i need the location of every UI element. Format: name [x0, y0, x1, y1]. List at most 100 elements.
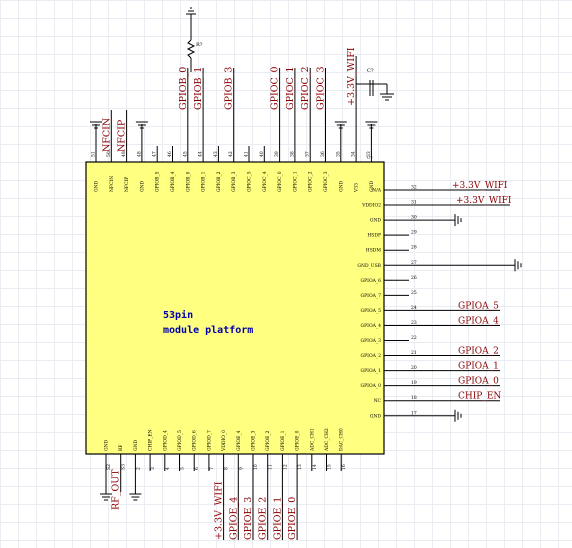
pin-name: CHIP_EN: [148, 429, 154, 451]
pin-number: 25: [411, 290, 417, 296]
pin-name: GND: [369, 180, 375, 192]
pin-name: GPIOB_0: [185, 171, 191, 192]
right-pin-32[interactable]: 32N/A+3.3V_WIFI: [372, 181, 508, 194]
pin-name: GPIOA_0: [361, 383, 382, 389]
capacitor-label: C?: [367, 68, 374, 74]
pin-number: 47: [152, 151, 158, 157]
pin-number: 33: [366, 151, 372, 157]
net-label: GPIOC_0: [270, 66, 281, 110]
net-label: GPIOB_0: [178, 67, 189, 110]
pin-number: 16: [341, 464, 347, 470]
pin-number: 46: [167, 151, 173, 157]
decoupling-capacitor: [357, 80, 394, 101]
pin-number: 22: [411, 335, 417, 341]
pin-name: GPIOE_1: [280, 430, 286, 451]
pin-name: GPIOA_5: [361, 308, 382, 314]
net-label: GPIOE_2: [258, 497, 269, 540]
pin-name: GPIOC_1: [292, 171, 298, 192]
pin-number: 8: [224, 467, 230, 470]
bottom-pin-16[interactable]: 16 DAC_CH0: [339, 428, 348, 471]
pin-number: 34: [351, 151, 357, 157]
pullup-resistor: [186, 7, 196, 72]
net-label: NFCIN: [101, 118, 112, 152]
net-label: +3.3V_WIFI: [456, 196, 512, 206]
pin-name: GPIOA_3: [361, 338, 382, 344]
pin-name: GPIOC_3: [323, 171, 329, 192]
pin-number: 31: [411, 200, 417, 206]
pin-name: GPIOE_4: [236, 430, 242, 451]
pin-name: GPIOE_3: [251, 430, 257, 451]
pin-number: 26: [411, 275, 417, 281]
pin-name: GPIOA_1: [361, 368, 382, 374]
pin-number: 37: [305, 151, 311, 157]
net-label: GPIOE_1: [272, 497, 283, 540]
chip-body[interactable]: [85, 161, 385, 455]
pin-number: 9: [238, 467, 244, 470]
pin-name: DAC_CH0: [339, 428, 345, 451]
pin-number: 4: [165, 467, 171, 470]
pin-number: 29: [411, 230, 417, 236]
pin-name: NFCIP: [124, 177, 130, 192]
pin-number: 27: [411, 260, 417, 266]
pin-name: GND: [338, 180, 344, 192]
pin-number: 18: [411, 395, 417, 401]
pin-number: S3: [121, 464, 127, 470]
net-label: GPIOB_3: [224, 67, 235, 110]
pin-number: 36: [320, 151, 326, 157]
pin-number: 14: [312, 464, 318, 470]
pin-number: 21: [411, 350, 417, 356]
